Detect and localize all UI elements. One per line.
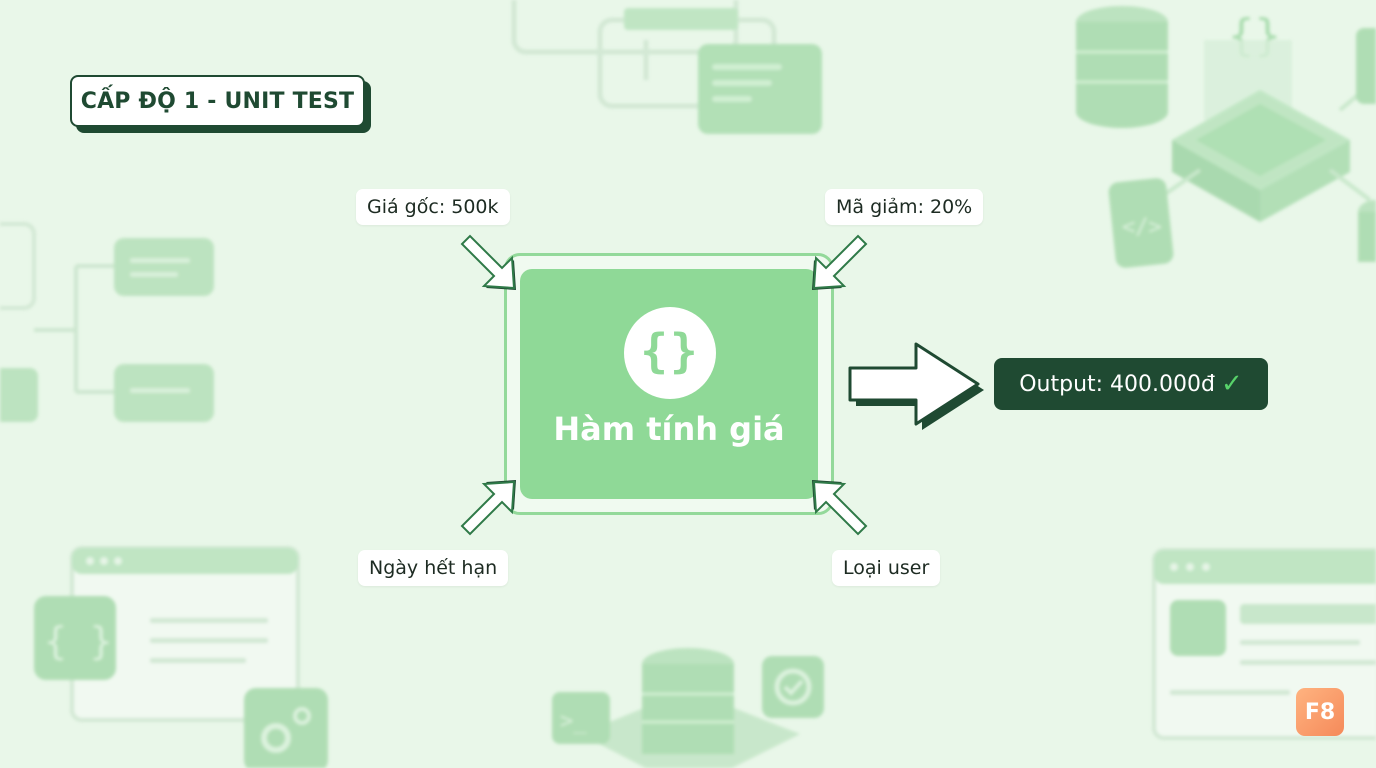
- bg-server-platform-icon: [1172, 90, 1350, 222]
- arrow-bottom-right-icon: [812, 480, 867, 535]
- level-title-badge: CẤP ĐỘ 1 - UNIT TEST: [70, 75, 365, 127]
- svg-text:>_: >_: [560, 709, 587, 734]
- checkmark-icon: ✓: [1220, 369, 1243, 399]
- curly-braces-icon: {}: [624, 307, 716, 399]
- svg-text:{ }: { }: [44, 619, 113, 663]
- bg-browser-window-icon: { }: [34, 546, 328, 768]
- bg-database-terminal-icon: >_: [552, 648, 824, 768]
- bg-tree-icon: [0, 222, 214, 422]
- bg-database-icon: [1076, 6, 1168, 128]
- input-user-type: Loại user: [832, 550, 941, 586]
- arrow-top-right-icon: [812, 235, 867, 290]
- input-expiry-date: Ngày hết hạn: [358, 550, 509, 586]
- arrow-bottom-left-icon: [461, 480, 516, 535]
- output-label: Output: 400.000đ: [1019, 371, 1215, 397]
- svg-text:</>: </>: [1122, 215, 1162, 240]
- arrow-output-icon: [848, 342, 984, 430]
- arrow-top-left-icon: [461, 235, 516, 290]
- output-result: Output: 400.000đ ✓: [994, 358, 1268, 410]
- input-discount-code: Mã giảm: 20%: [825, 189, 984, 225]
- function-label: Hàm tính giá: [553, 410, 785, 448]
- input-base-price: Giá gốc: 500k: [356, 189, 510, 225]
- curly-braces-glyph: {}: [640, 324, 700, 378]
- f8-logo: F8: [1296, 688, 1344, 736]
